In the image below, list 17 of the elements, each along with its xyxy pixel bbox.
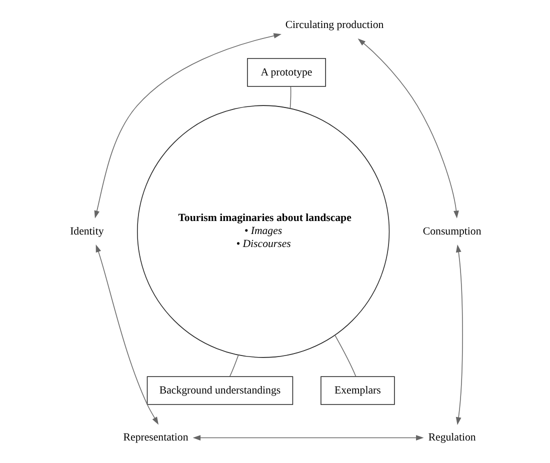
node-box: Exemplars [320, 376, 394, 405]
node-box: A prototype [246, 58, 326, 87]
arrow [192, 435, 424, 440]
node-text: Identity [70, 225, 104, 238]
node-circle: Tourism imaginaries about landscape • Images • Discourses [136, 105, 390, 358]
arrow [95, 244, 158, 425]
node-box: Background understandings [146, 376, 293, 405]
node-text: Representation [122, 432, 188, 444]
connector [334, 334, 356, 377]
connector [289, 86, 291, 109]
node-text: Consumption [422, 225, 481, 238]
arrow [357, 38, 458, 218]
arrow [94, 33, 281, 218]
node-text: Circulating production [284, 19, 384, 32]
arrow [455, 244, 462, 425]
connector [228, 354, 238, 377]
node-text: Regulation [428, 432, 476, 444]
